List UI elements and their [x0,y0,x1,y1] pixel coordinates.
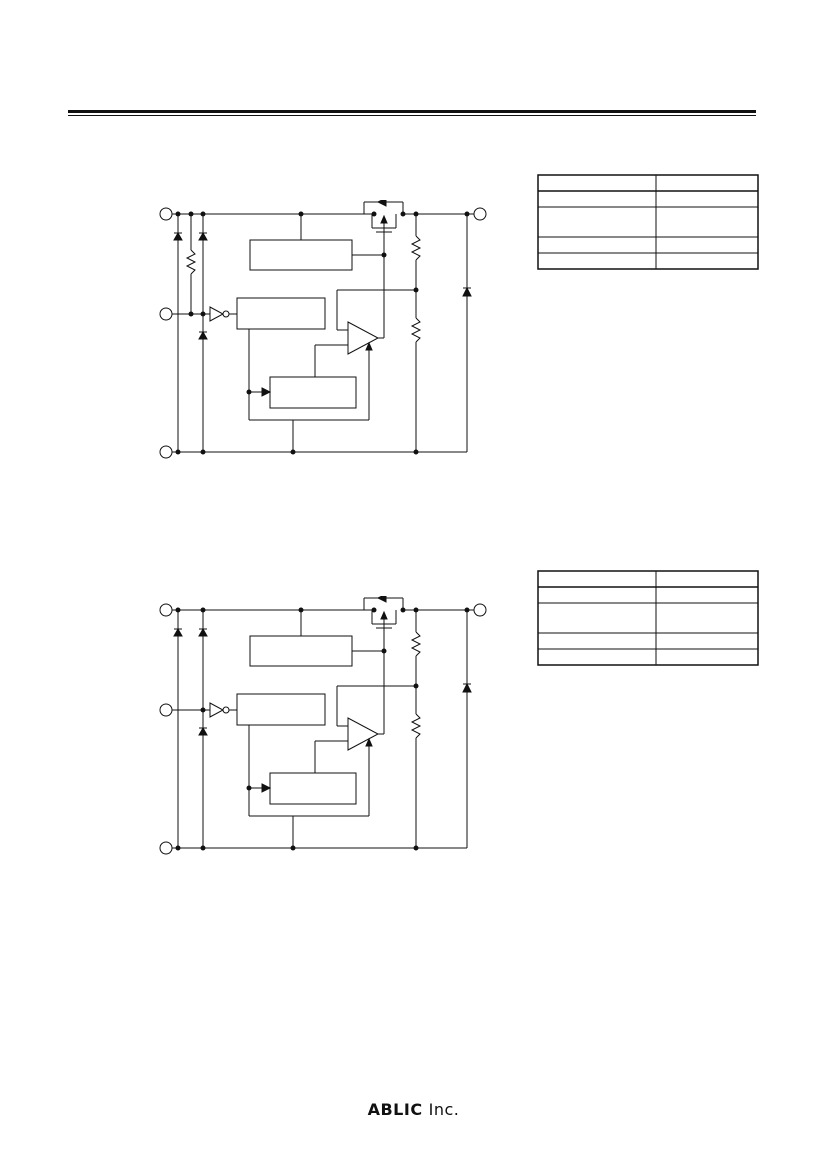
header-rule-thin [68,115,756,116]
block-diagram-1 [159,200,487,459]
pin-table-2 [537,570,759,666]
company-suffix: Inc. [428,1100,460,1119]
header-rule-thick [68,110,756,113]
block-diagram-2 [159,596,487,855]
pin-table-1 [537,174,759,270]
company-name: ABLIC [367,1100,423,1119]
company-logo: ABLIC Inc. [0,1100,827,1119]
